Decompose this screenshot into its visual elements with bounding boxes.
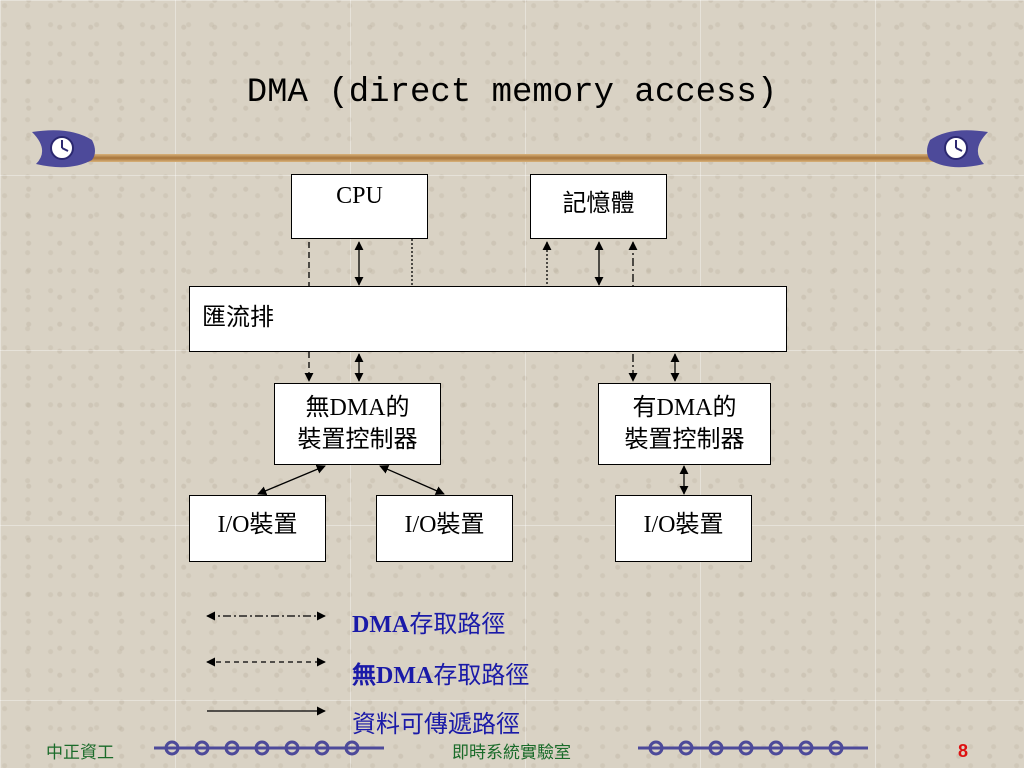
legend-dma-path: DMA存取路徑: [352, 604, 505, 639]
io-device-box: I/O裝置: [376, 495, 513, 562]
clock-ornament-left-icon: [32, 130, 95, 168]
io-device-box: I/O裝置: [189, 495, 326, 562]
cpu-label: CPU: [336, 183, 383, 209]
slide-title: DMA (direct memory access): [246, 74, 778, 112]
title-rule-bar: [78, 154, 946, 162]
io-device-label: I/O裝置: [217, 512, 298, 538]
controller-dma-line2: 裝置控制器: [624, 427, 745, 453]
clock-ornament-right-icon: [927, 130, 988, 168]
bus-box: 匯流排: [189, 286, 787, 352]
controller-no-dma-box: 無DMA的 裝置控制器: [274, 383, 441, 465]
footer-ornament-right-icon: [638, 740, 868, 756]
io-device-label: I/O裝置: [643, 512, 724, 538]
legend-suffix: 資料可傳遞路徑: [352, 712, 520, 738]
legend-suffix: 存取路徑: [409, 612, 506, 638]
path-ctrl-io2: [379, 465, 445, 495]
legend-no-dma-path: 無DMA存取路徑: [352, 655, 529, 690]
legend-suffix: 存取路徑: [433, 663, 530, 689]
legend-data-path: 資料可傳遞路徑: [352, 704, 520, 739]
footer-department: 中正資工: [46, 743, 114, 763]
controller-no-dma-line1: 無DMA的: [305, 395, 410, 421]
bus-label: 匯流排: [202, 305, 274, 331]
cpu-box: CPU: [291, 174, 428, 239]
footer-ornament-left-icon: [154, 740, 384, 756]
legend-prefix: 無DMA: [352, 663, 434, 689]
controller-dma-line1: 有DMA的: [632, 395, 737, 421]
controller-dma-box: 有DMA的 裝置控制器: [598, 383, 771, 465]
memory-label: 記憶體: [562, 191, 635, 217]
memory-box: 記憶體: [530, 174, 667, 239]
path-ctrl-io1: [257, 464, 326, 496]
controller-no-dma-line2: 裝置控制器: [297, 427, 418, 453]
io-device-label: I/O裝置: [404, 512, 485, 538]
legend-prefix: DMA: [352, 612, 410, 638]
page-number: 8: [958, 741, 969, 761]
io-device-box: I/O裝置: [615, 495, 752, 562]
footer-lab: 即時系統實驗室: [452, 743, 571, 763]
